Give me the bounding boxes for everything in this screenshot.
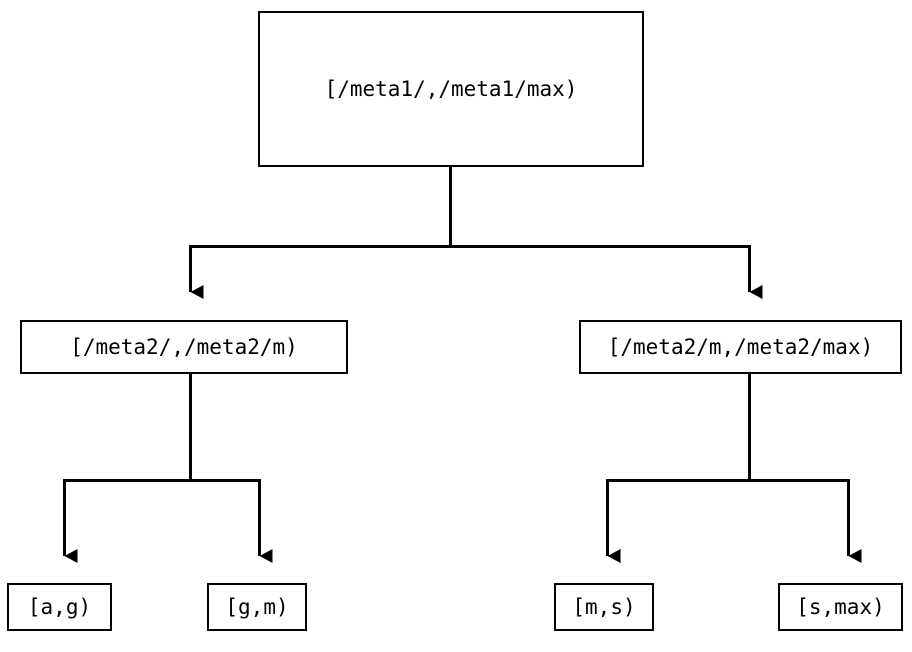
tree-node-leaf-m-s[interactable]: [m,s) (554, 583, 654, 631)
tree-node-leaf-s-max-label: [s,max) (796, 594, 885, 619)
edge-midleft-ag (63, 374, 192, 563)
tree-node-root[interactable]: [/meta1/,/meta1/max) (258, 11, 644, 167)
edge-midright-ms (606, 374, 751, 563)
tree-node-leaf-s-max[interactable]: [s,max) (778, 583, 903, 631)
tree-node-leaf-a-g-label: [a,g) (27, 594, 92, 619)
tree-node-mid-left[interactable]: [/meta2/,/meta2/m) (20, 320, 348, 374)
tree-node-mid-left-label: [/meta2/,/meta2/m) (70, 334, 298, 359)
edge-root-mid-left (189, 167, 452, 299)
tree-node-leaf-g-m[interactable]: [g,m) (207, 583, 307, 631)
tree-node-mid-right[interactable]: [/meta2/m,/meta2/max) (579, 320, 902, 374)
edge-midright-smax (748, 374, 862, 563)
tree-node-leaf-m-s-label: [m,s) (572, 594, 636, 619)
tree-node-mid-right-label: [/meta2/m,/meta2/max) (607, 334, 874, 359)
edge-midleft-gm (189, 374, 273, 563)
edge-root-mid-right (449, 167, 763, 299)
tree-node-root-label: [/meta1/,/meta1/max) (324, 76, 578, 101)
tree-node-leaf-g-m-label: [g,m) (225, 594, 289, 619)
tree-node-leaf-a-g[interactable]: [a,g) (7, 583, 112, 631)
